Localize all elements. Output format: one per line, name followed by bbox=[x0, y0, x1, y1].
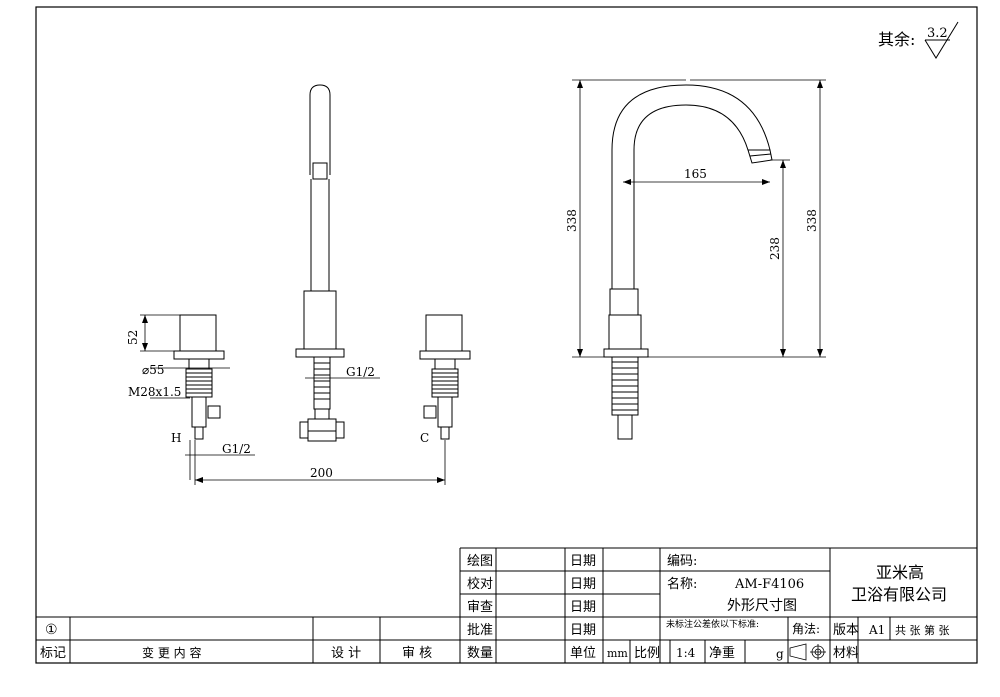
dimension-lines bbox=[140, 79, 826, 485]
tb-version-value: A1 bbox=[868, 623, 885, 637]
cold-valve-drawing bbox=[419, 314, 471, 440]
rev-mark: 标记 bbox=[40, 646, 66, 661]
spout-front-drawing bbox=[295, 84, 345, 442]
label-hot: H bbox=[171, 431, 181, 445]
tb-angle: 角法: bbox=[792, 622, 820, 636]
tb-name: 名称: bbox=[667, 576, 697, 592]
projection-symbol bbox=[789, 643, 826, 661]
roughness-value: 3.2 bbox=[927, 26, 948, 41]
dim-m28: M28x1.5 bbox=[128, 385, 181, 399]
rev-circle-mark: ① bbox=[45, 622, 58, 638]
tb-material: 材料 bbox=[833, 646, 859, 661]
hot-valve-drawing bbox=[173, 314, 225, 440]
dim-338-right: 338 bbox=[805, 209, 819, 232]
roughness-symbol: 其余: 3.2 bbox=[878, 21, 959, 59]
tb-date-1: 日期 bbox=[570, 554, 596, 569]
dim-165: 165 bbox=[684, 167, 707, 181]
roughness-label: 其余: bbox=[878, 30, 915, 49]
tb-weight-unit: g bbox=[776, 647, 784, 661]
tb-unit-value: mm bbox=[607, 647, 628, 660]
rev-review: 审 核 bbox=[402, 646, 432, 661]
tb-part-no: AM-F4106 bbox=[734, 577, 804, 592]
tb-code: 编码: bbox=[667, 554, 697, 569]
dimension-arrows bbox=[142, 80, 823, 483]
dim-238: 238 bbox=[768, 237, 782, 260]
tb-date-2: 日期 bbox=[570, 577, 596, 592]
sheet-border bbox=[35, 6, 978, 664]
title-block-grid bbox=[36, 547, 977, 663]
label-cold: C bbox=[420, 431, 429, 445]
tb-company-line2: 卫浴有限公司 bbox=[851, 585, 947, 604]
dim-g12-left: G1/2 bbox=[222, 442, 251, 456]
tb-drawn: 绘图 bbox=[467, 554, 493, 569]
spout-side-drawing bbox=[603, 84, 773, 440]
tb-scale-value: 1:4 bbox=[676, 646, 696, 660]
tb-drawing-name: 外形尺寸图 bbox=[727, 598, 797, 614]
dim-55: ⌀55 bbox=[142, 363, 165, 377]
rev-change: 变 更 内 容 bbox=[142, 645, 201, 660]
tb-date-4: 日期 bbox=[570, 623, 596, 638]
dim-200: 200 bbox=[310, 466, 333, 480]
tb-scale: 比例 bbox=[634, 646, 660, 661]
tb-tolerance-note: 未标注公差依以下标准: bbox=[666, 618, 759, 630]
tb-company-line1: 亚米高 bbox=[876, 563, 924, 582]
tb-approved: 批准 bbox=[467, 623, 493, 638]
tb-date-3: 日期 bbox=[570, 600, 596, 615]
rev-design: 设 计 bbox=[331, 646, 361, 661]
dim-52: 52 bbox=[126, 330, 140, 345]
tb-net-weight: 净重 bbox=[709, 645, 735, 661]
tb-version: 版本 bbox=[833, 623, 859, 638]
tb-unit: 单位 bbox=[570, 646, 596, 661]
tb-reviewed: 审查 bbox=[467, 600, 493, 615]
dim-338-left: 338 bbox=[565, 209, 579, 232]
dim-g12-mid: G1/2 bbox=[346, 365, 375, 379]
tb-sheets: 共 张 第 张 bbox=[895, 623, 950, 637]
tb-checked: 校对 bbox=[467, 576, 493, 592]
tb-quantity: 数量 bbox=[467, 646, 493, 661]
